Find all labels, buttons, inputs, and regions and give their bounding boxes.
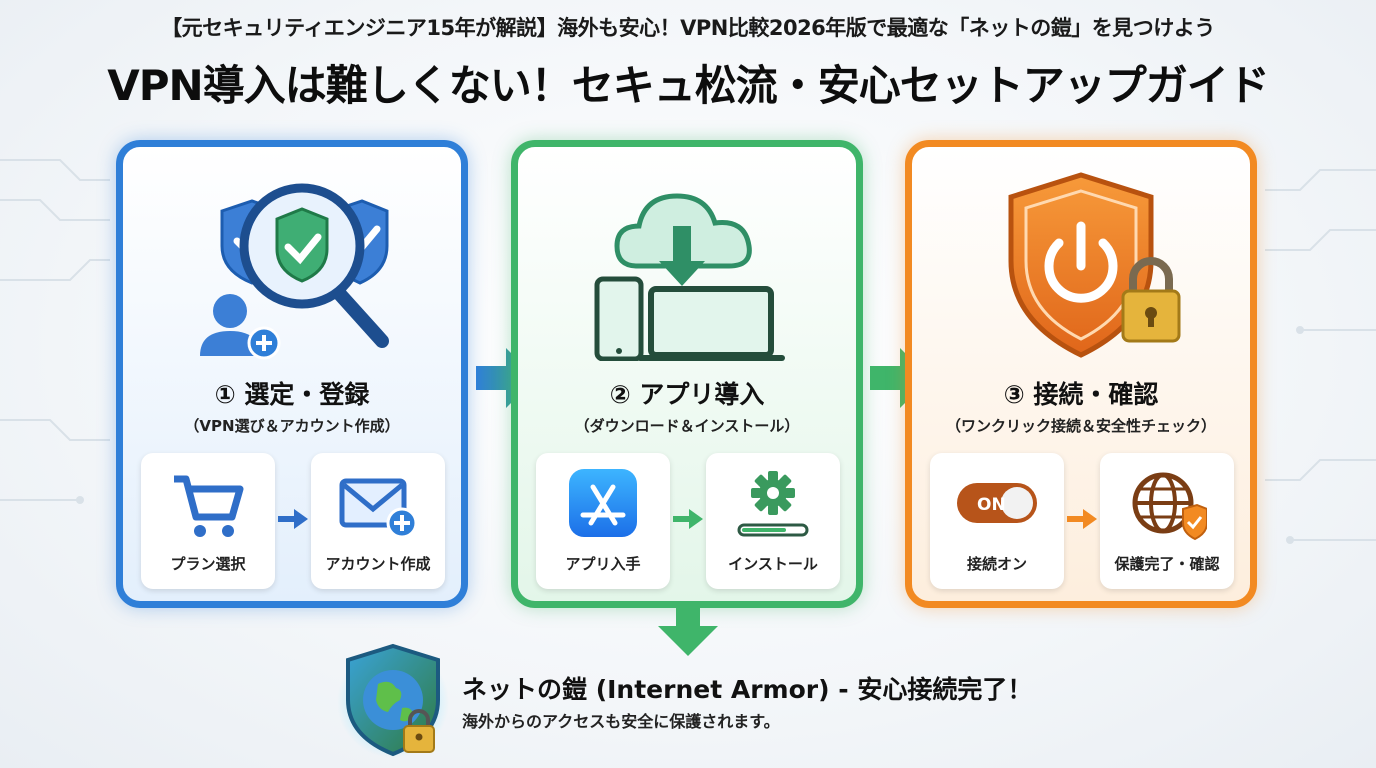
arrow-right-icon (1067, 509, 1097, 529)
page-title: VPN導入は難しくない！セキュ松流・安心セットアップガイド (107, 61, 1269, 110)
gear-progress-icon (737, 471, 809, 537)
arrow-right-icon (278, 509, 308, 529)
step-panel-app-install: ② アプリ導入 （ダウンロード＆インストール） アプリ入手 (511, 140, 863, 608)
card-label: アカウント作成 (325, 555, 431, 573)
card-label: 保護完了・確認 (1114, 555, 1220, 573)
card-label: アプリ入手 (565, 555, 641, 573)
cloud-download-devices-icon (594, 193, 785, 361)
step-title: ② アプリ導入 (609, 380, 765, 409)
step-panel-connect-verify: ③ 接続・確認 （ワンクリック接続＆安全性チェック） ON 接続オン 保護完了・… (905, 140, 1257, 608)
card-connect-on: ON 接続オン (930, 453, 1064, 589)
step-panel-select-register: ① 選定・登録 （VPN選び＆アカウント作成） プラン選択 アカウント作成 (116, 140, 468, 608)
globe-shield-lock-icon (337, 643, 449, 758)
cart-icon (174, 475, 244, 537)
result-subtitle: 海外からのアクセスも安全に保護されます。 (462, 712, 780, 731)
shield-magnifier-icon (200, 183, 389, 360)
card-protection-verify: 保護完了・確認 (1100, 453, 1234, 589)
card-plan-select: プラン選択 (141, 453, 275, 589)
toggle-text: ON (977, 495, 1006, 515)
step-subtitle: （ワンクリック接続＆安全性チェック） (945, 417, 1216, 435)
card-label: プラン選択 (170, 555, 246, 573)
arrow-down-icon (658, 604, 718, 656)
card-app-get: アプリ入手 (536, 453, 670, 589)
card-label: インストール (728, 555, 818, 573)
result-title: ネットの鎧 (Internet Armor) - 安心接続完了！ (462, 675, 1033, 704)
globe-shield-icon (1132, 472, 1207, 541)
mail-plus-icon (339, 478, 418, 539)
card-account-create: アカウント作成 (311, 453, 445, 589)
step-subtitle: （VPN選び＆アカウント作成） (184, 417, 400, 435)
card-label: 接続オン (966, 555, 1027, 573)
app-store-icon (569, 469, 637, 537)
shield-power-lock-icon (1008, 172, 1181, 358)
step-title: ① 選定・登録 (214, 380, 370, 409)
arrow-right-icon (673, 509, 703, 529)
page-subtitle: 【元セキュリティエンジニア15年が解説】海外も安心！VPN比較2026年版で最適… (161, 16, 1215, 40)
card-install: インストール (706, 453, 840, 589)
toggle-on-icon: ON (957, 483, 1037, 523)
step-subtitle: （ダウンロード＆インストール） (574, 417, 800, 435)
step-title: ③ 接続・確認 (1003, 380, 1159, 409)
